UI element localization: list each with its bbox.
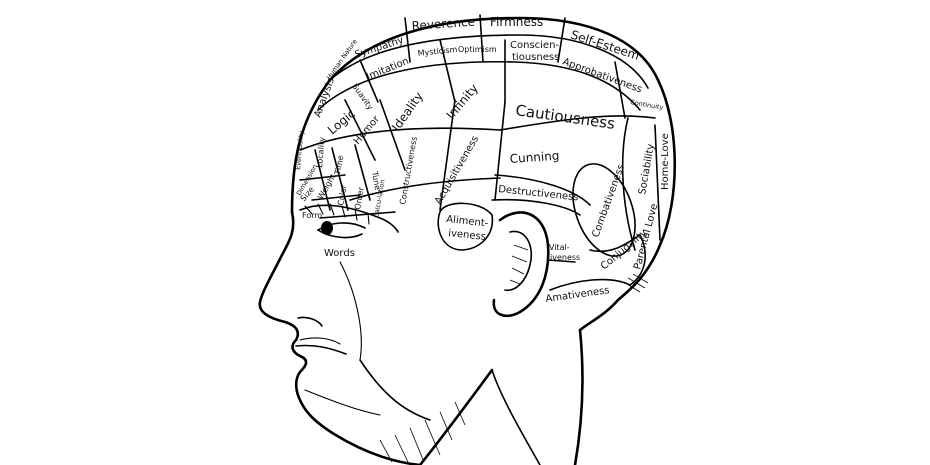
label-words: Words [324,248,355,259]
label-alimentiveness-2: iveness [448,228,487,243]
label-vitativeness-1: Vital- [549,243,570,252]
label-form: Form [302,211,322,220]
label-sociability: Sociability [637,143,657,196]
label-eventuality: Event-uality [294,130,305,170]
region-dividers [299,14,661,293]
face-details [295,203,466,463]
label-vitativeness-2: iveness [550,253,580,262]
label-infinity: Infinity [444,81,481,122]
label-alimentiveness-1: Aliment- [446,214,489,229]
label-reverence: Reverence [411,15,475,33]
label-home-love: Home-Love [660,133,671,190]
label-mysticism: Mysticism [417,45,458,58]
label-conscientiousness-2: tiousness [512,52,559,63]
label-order: Order [353,186,366,211]
label-optimism: Optimism [458,45,497,54]
label-combativeness: Combativeness [590,163,627,239]
label-ideality: Ideality [389,89,426,133]
label-time: Time [333,154,345,176]
label-locality: Locality [315,136,327,168]
label-conscientiousness-1: Conscien- [510,40,559,51]
head-outline [258,16,677,465]
label-firmness: Firmness [490,15,543,29]
label-cautiousness: Cautiousness [514,101,616,133]
label-constructiveness: Constructiveness [398,136,419,205]
label-logic: Logic [325,106,358,137]
label-approbativeness: Approbativeness [561,56,643,95]
label-imitation: Imitation [365,56,411,83]
ear [492,211,550,317]
label-destructiveness: Destructiveness [498,184,579,203]
label-tune: Tune [370,170,382,191]
label-acquisitiveness: Acquisitiveness [433,134,481,206]
label-continuity: Continuity [630,98,664,112]
label-color: Color [336,184,349,207]
label-cunning: Cunning [509,149,560,166]
